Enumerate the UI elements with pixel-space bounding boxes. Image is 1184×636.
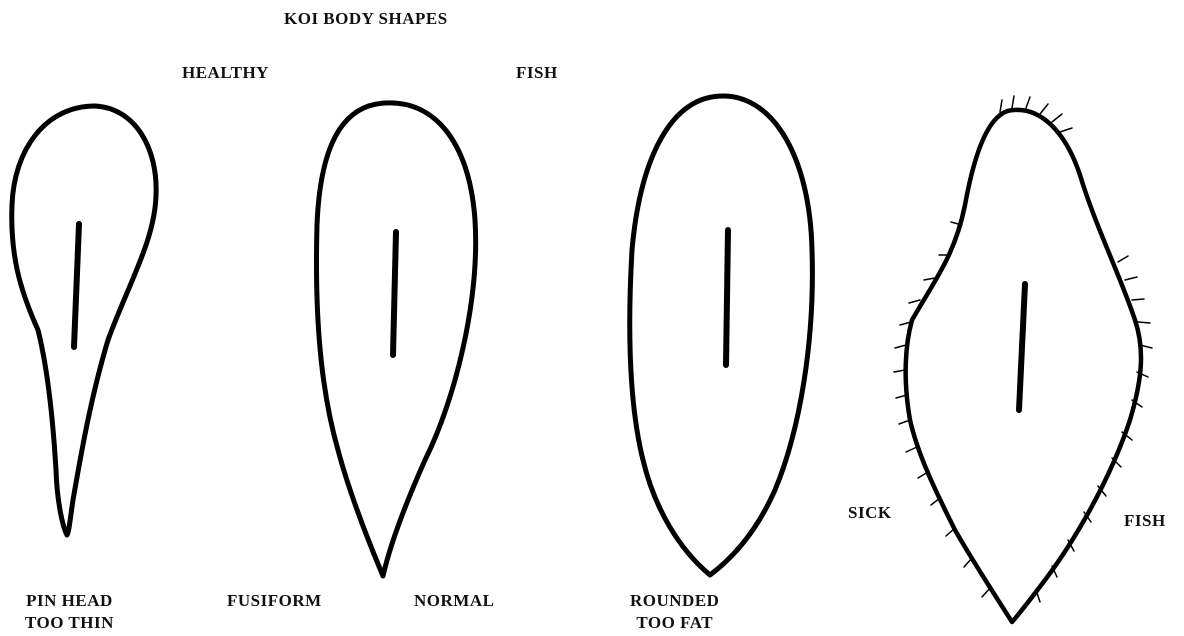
fusiform-midline bbox=[393, 232, 396, 355]
fusiform-label: FUSIFORM bbox=[227, 590, 322, 612]
normal-label: NORMAL bbox=[414, 590, 494, 612]
sick-fish-label: FISH bbox=[1124, 510, 1166, 532]
pin-head-midline bbox=[74, 224, 79, 347]
rounded-midline bbox=[726, 230, 728, 365]
sick-midline bbox=[1019, 284, 1025, 410]
pin-head-outline bbox=[12, 106, 156, 535]
pin-head-label-line1: PIN HEAD bbox=[25, 590, 114, 612]
fusiform-shape bbox=[316, 103, 475, 576]
rounded-outline bbox=[630, 96, 813, 575]
pin-head-label-line2: TOO THIN bbox=[25, 612, 114, 634]
rounded-label-line1: ROUNDED bbox=[630, 590, 719, 612]
pin-head-label: PIN HEAD TOO THIN bbox=[25, 590, 114, 634]
pin-head-shape bbox=[12, 106, 156, 535]
rounded-label-line2: TOO FAT bbox=[630, 612, 719, 634]
sick-shape bbox=[894, 96, 1152, 622]
sick-label: SICK bbox=[848, 502, 892, 524]
rounded-label: ROUNDED TOO FAT bbox=[630, 590, 719, 634]
rounded-shape bbox=[630, 96, 813, 575]
